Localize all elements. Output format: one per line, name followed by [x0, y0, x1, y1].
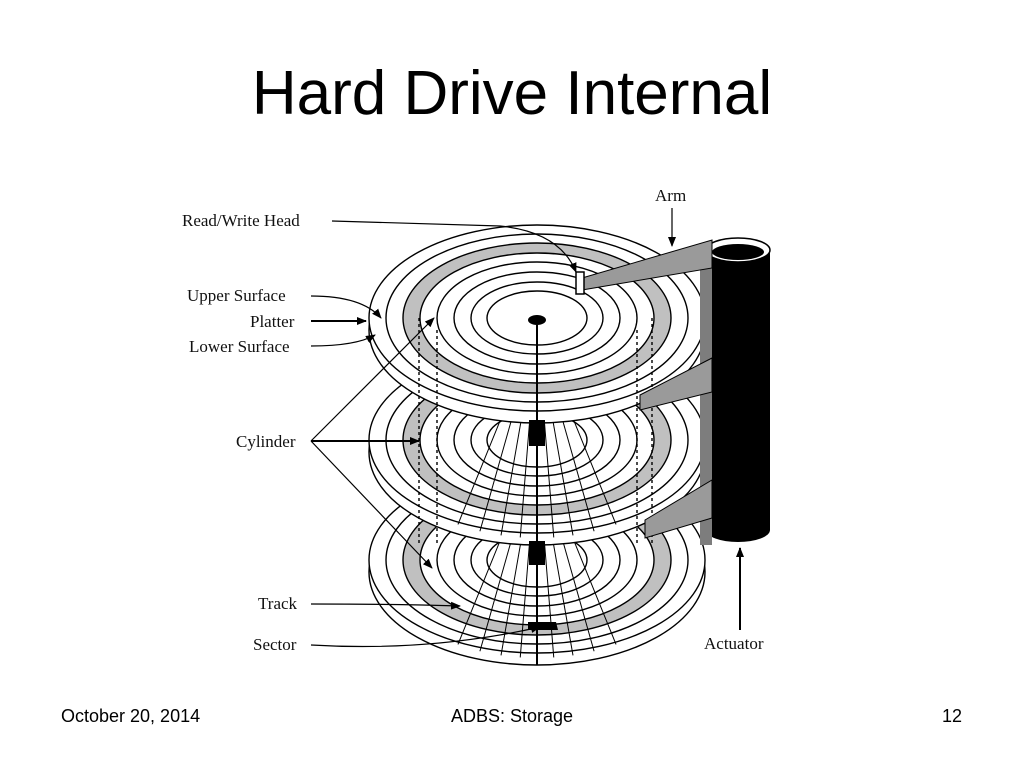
label-cylinder: Cylinder [236, 432, 296, 451]
footer-page-number: 12 [941, 706, 962, 726]
label-upper-surface: Upper Surface [187, 286, 286, 305]
label-arm: Arm [655, 186, 686, 205]
footer-course: ADBS: Storage [450, 706, 574, 726]
actuator-column [700, 237, 771, 545]
label-track: Track [258, 594, 298, 613]
label-lower-surface: Lower Surface [189, 337, 290, 356]
label-platter: Platter [250, 312, 295, 331]
leader-lines [310, 208, 744, 648]
label-actuator: Actuator [704, 634, 764, 653]
read-write-head [575, 271, 585, 295]
footer-date: October 20, 2014 [61, 706, 201, 726]
page-title: Hard Drive Internal [251, 59, 773, 128]
arms [581, 239, 713, 539]
label-sector: Sector [253, 635, 297, 654]
spindle [528, 315, 546, 665]
label-read-write-head: Read/Write Head [182, 211, 300, 230]
cylinder-dashed-lines [418, 318, 653, 545]
